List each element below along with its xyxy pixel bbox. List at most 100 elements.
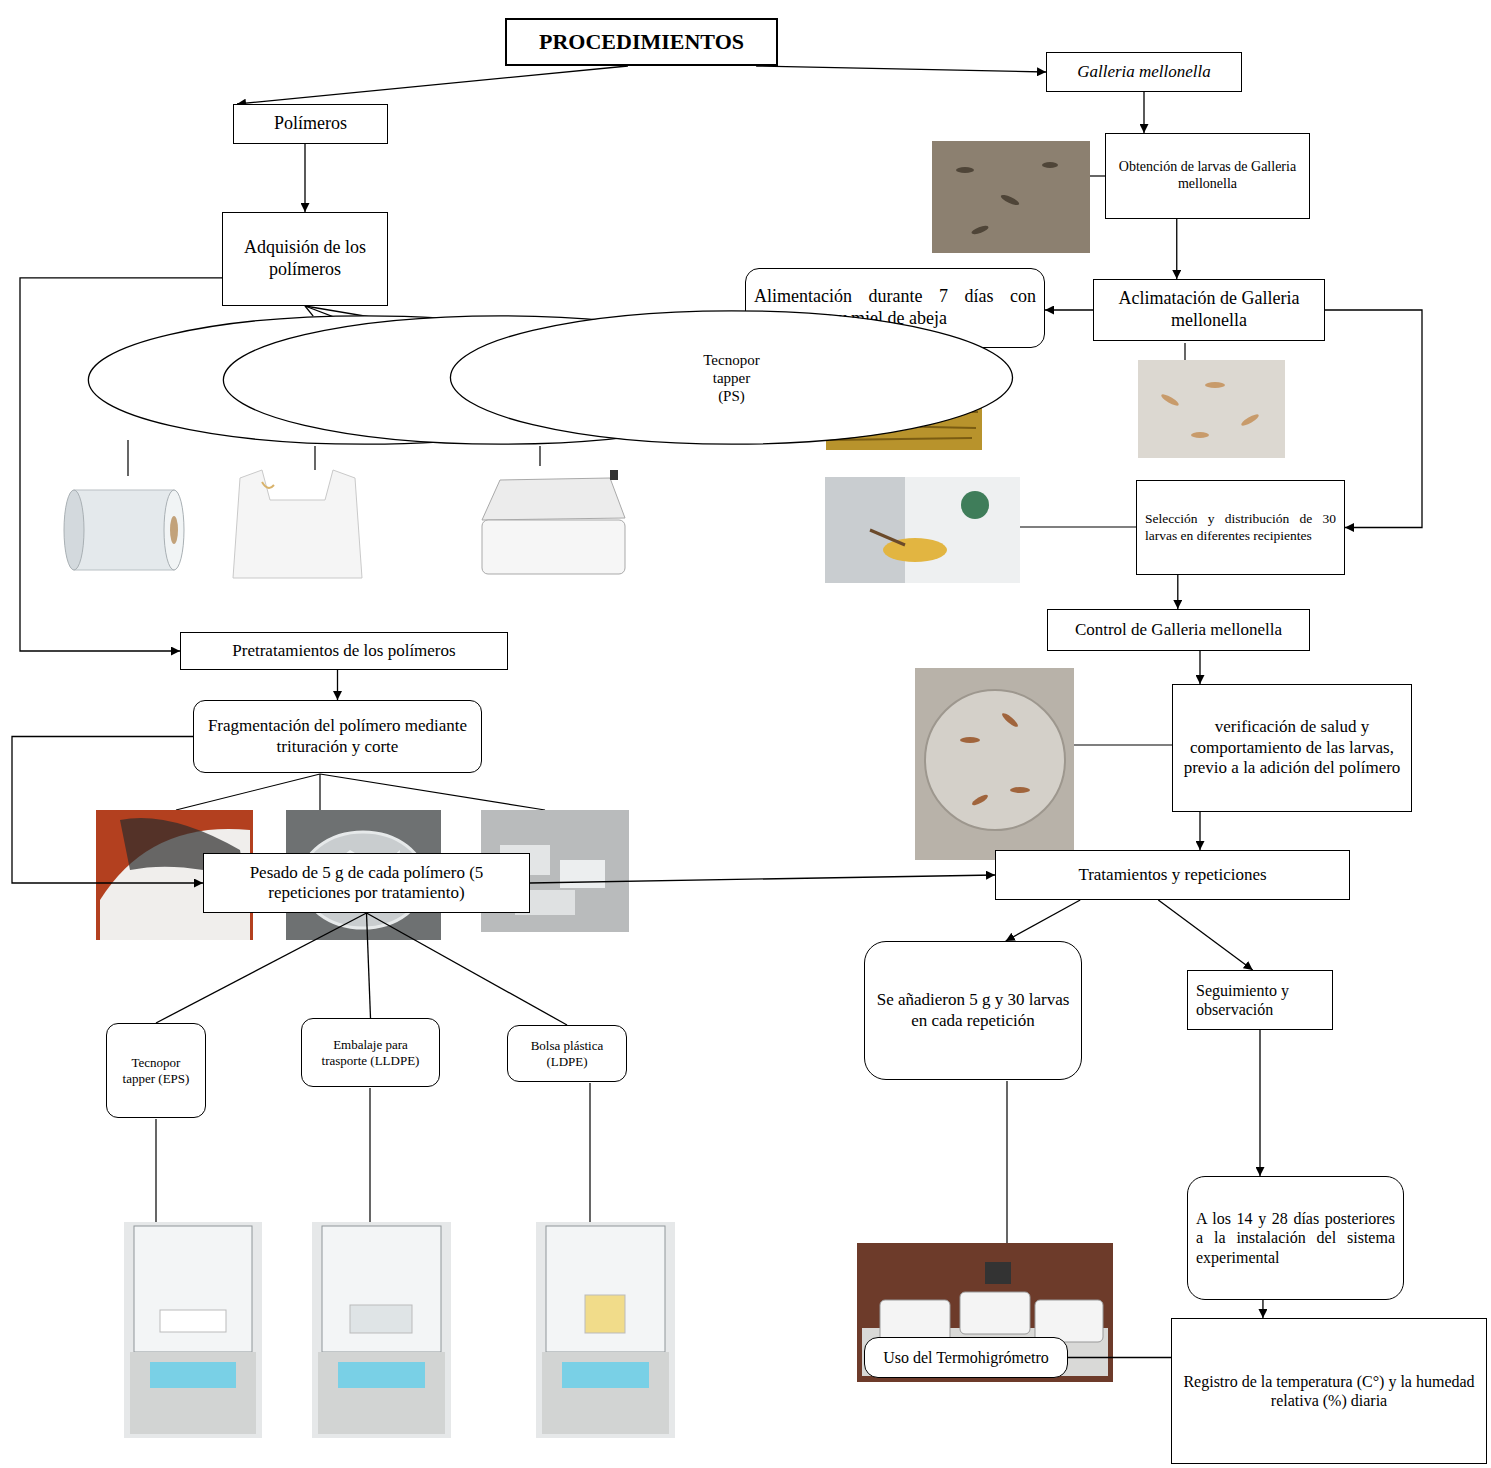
process-box: Registro de la temperatura (C°) y la hum… bbox=[1171, 1318, 1487, 1464]
process-box: Adquisión de los polímeros bbox=[222, 212, 388, 306]
petri-dish-photo bbox=[915, 668, 1074, 860]
node-text: Pretratamientos de los polímeros bbox=[189, 641, 499, 661]
connector bbox=[1045, 309, 1093, 310]
node-text: Galleria mellonella bbox=[1055, 62, 1233, 82]
bag-mark bbox=[262, 482, 274, 488]
rounded-box: Tecnopor tapper (EPS) bbox=[106, 1023, 206, 1118]
larva bbox=[1000, 193, 1021, 207]
node-text: Tecnopor tapper (PS) bbox=[700, 351, 762, 405]
connector bbox=[1158, 900, 1252, 970]
larva bbox=[1240, 412, 1260, 427]
balance-display bbox=[562, 1362, 649, 1388]
leader-line bbox=[1184, 343, 1185, 360]
process-box: Obtención de larvas de Galleria mellonel… bbox=[1105, 133, 1310, 219]
process-box: Polímeros bbox=[233, 104, 388, 144]
tray bbox=[960, 1292, 1030, 1334]
connector bbox=[1199, 651, 1200, 684]
photo-ground bbox=[1138, 360, 1285, 458]
connector bbox=[1176, 219, 1177, 279]
connector bbox=[1177, 575, 1178, 609]
leader-line bbox=[176, 774, 320, 810]
larva bbox=[1010, 787, 1030, 793]
container-photo bbox=[1138, 360, 1285, 458]
lab-coat bbox=[905, 477, 1020, 583]
photo-ground bbox=[915, 668, 1074, 860]
node-text: Adquisión de los polímeros bbox=[231, 237, 379, 280]
larva bbox=[1042, 162, 1058, 168]
photo-ground bbox=[825, 477, 1020, 583]
node-text: Aclimatación de Galleria mellonella bbox=[1102, 288, 1316, 331]
connector bbox=[530, 875, 995, 883]
node-text: PROCEDIMIENTOS bbox=[515, 29, 768, 55]
larva bbox=[1205, 382, 1225, 388]
rounded-box: Uso del Termohigrómetro bbox=[864, 1337, 1068, 1378]
connector bbox=[1143, 92, 1144, 133]
box-lid bbox=[482, 478, 625, 520]
leader-line bbox=[319, 774, 320, 810]
connector bbox=[156, 913, 367, 1023]
node-text: Tecnopor tapper (EPS) bbox=[115, 1055, 197, 1086]
node-text: Uso del Termohigrómetro bbox=[873, 1348, 1059, 1367]
connector bbox=[1262, 1300, 1263, 1318]
connector bbox=[12, 737, 203, 884]
process-box: Pretratamientos de los polímeros bbox=[180, 632, 508, 670]
photo-ground bbox=[124, 1222, 262, 1438]
balance-chamber bbox=[546, 1226, 665, 1352]
node-text: Se añadieron 5 g y 30 larvas en cada rep… bbox=[873, 990, 1073, 1031]
larva bbox=[1160, 392, 1180, 407]
larva bbox=[971, 793, 990, 807]
leader-line bbox=[369, 1088, 370, 1222]
connector bbox=[337, 670, 338, 700]
trays-photo bbox=[857, 1243, 1113, 1382]
leader-line bbox=[589, 1083, 590, 1222]
node-text: Fragmentación del polímero mediante trit… bbox=[202, 716, 473, 757]
leader-line bbox=[1090, 175, 1105, 176]
tray bbox=[1035, 1300, 1103, 1342]
plastic-bag bbox=[233, 470, 362, 578]
node-text: Bolsa plástica (LDPE) bbox=[516, 1038, 618, 1069]
balance-base bbox=[130, 1352, 256, 1434]
material-ellipse: Tecnopor tapper (PS) bbox=[447, 310, 1016, 445]
bag-photo bbox=[233, 470, 362, 578]
selection-photo bbox=[825, 477, 1020, 583]
process-box: Aclimatación de Galleria mellonella bbox=[1093, 279, 1325, 341]
connector bbox=[1199, 812, 1200, 850]
node-text: Polímeros bbox=[242, 113, 379, 135]
foam-box-photo bbox=[482, 470, 625, 574]
ellipse-shape bbox=[450, 311, 1012, 444]
connector bbox=[367, 913, 371, 1018]
sample bbox=[585, 1295, 625, 1333]
tray bbox=[880, 1300, 950, 1342]
process-box: Selección y distribución de 30 larvas en… bbox=[1136, 480, 1345, 575]
photo-ground bbox=[857, 1243, 1113, 1382]
node-text: Selección y distribución de 30 larvas en… bbox=[1145, 511, 1336, 543]
larva bbox=[1191, 432, 1209, 438]
connector bbox=[367, 913, 568, 1025]
rounded-box: A los 14 y 28 días posteriores a la inst… bbox=[1187, 1176, 1404, 1300]
leader-line bbox=[1006, 1081, 1007, 1243]
process-box: verificación de salud y comportamiento d… bbox=[1172, 684, 1412, 812]
node-text: verificación de salud y comportamiento d… bbox=[1181, 717, 1403, 778]
process-box: Galleria mellonella bbox=[1046, 52, 1242, 92]
larva bbox=[971, 224, 990, 236]
balance-base bbox=[542, 1352, 669, 1434]
roll-core bbox=[170, 516, 178, 544]
leader-line bbox=[155, 1119, 156, 1222]
leader-line bbox=[320, 774, 545, 810]
leader-line bbox=[1020, 526, 1136, 527]
connector bbox=[1259, 1030, 1260, 1176]
node-text: Seguimiento y observación bbox=[1196, 981, 1324, 1019]
connector bbox=[756, 66, 1046, 72]
balance-photo bbox=[312, 1222, 451, 1438]
balance-base bbox=[318, 1352, 445, 1434]
larvae-photo bbox=[932, 141, 1090, 253]
process-box: Tratamientos y repeticiones bbox=[995, 850, 1350, 900]
sample bbox=[350, 1305, 412, 1333]
rounded-box: Embalaje para trasporte (LLDPE) bbox=[301, 1018, 440, 1087]
leader-line bbox=[1074, 744, 1172, 745]
box-tag bbox=[610, 470, 618, 480]
balance-chamber bbox=[134, 1226, 252, 1352]
rounded-box: Fragmentación del polímero mediante trit… bbox=[193, 700, 482, 773]
film-roll bbox=[74, 490, 174, 570]
